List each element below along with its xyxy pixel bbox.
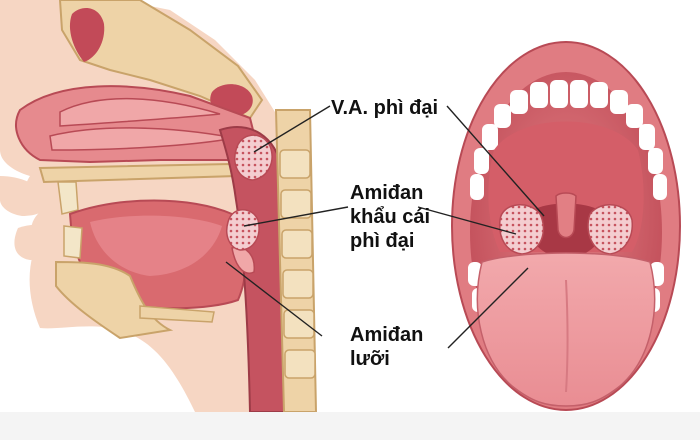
sagittal-head-section: [0, 0, 318, 413]
lower-lip: [14, 224, 60, 260]
frontal-sinus: [69, 8, 105, 62]
lingual-leader-to-mouth: [447, 267, 529, 349]
hyoid-bone: [139, 305, 215, 323]
label-palatine-line-3: phì đại: [350, 230, 415, 252]
palatine-leader-to-section: [243, 206, 349, 227]
uvula: [555, 192, 577, 239]
label-palatine-tonsil: Amiđan khẩu cái phì đại: [350, 181, 430, 253]
adenoid-tonsil: [234, 134, 273, 181]
label-palatine-line-1: Amiđan: [350, 182, 424, 204]
va-leader-to-section: [253, 105, 331, 153]
lower-tooth: [63, 225, 83, 259]
label-va-enlarged: V.A. phì đại: [331, 96, 438, 120]
upper-teeth: [470, 80, 667, 200]
palatine-leader-to-mouth: [417, 206, 517, 235]
bottom-band: [0, 412, 700, 440]
palatine-tonsil-side: [226, 209, 260, 251]
palatine-tonsil-right: [587, 204, 633, 255]
label-va-text: V.A. phì đại: [331, 97, 439, 119]
tongue-midline: [565, 279, 569, 393]
label-lingual-tonsil: Amiđan lưỡi: [350, 323, 423, 371]
va-leader-to-mouth: [446, 105, 545, 217]
vertebrae: [279, 149, 316, 379]
label-palatine-line-2: khẩu cái: [350, 206, 431, 228]
palatine-tonsil-left: [498, 204, 545, 255]
label-lingual-line-1: Amiđan: [350, 324, 424, 346]
upper-lip: [0, 176, 50, 216]
turbinate-upper: [59, 97, 221, 127]
tongue-front: [476, 252, 656, 407]
label-lingual-line-2: lưỡi: [350, 348, 390, 370]
open-mouth-view: [451, 41, 681, 411]
lingual-leader-to-section: [225, 261, 323, 337]
leader-lines: [225, 105, 545, 349]
upper-tooth: [57, 181, 79, 215]
tongue-highlight: [90, 215, 222, 276]
